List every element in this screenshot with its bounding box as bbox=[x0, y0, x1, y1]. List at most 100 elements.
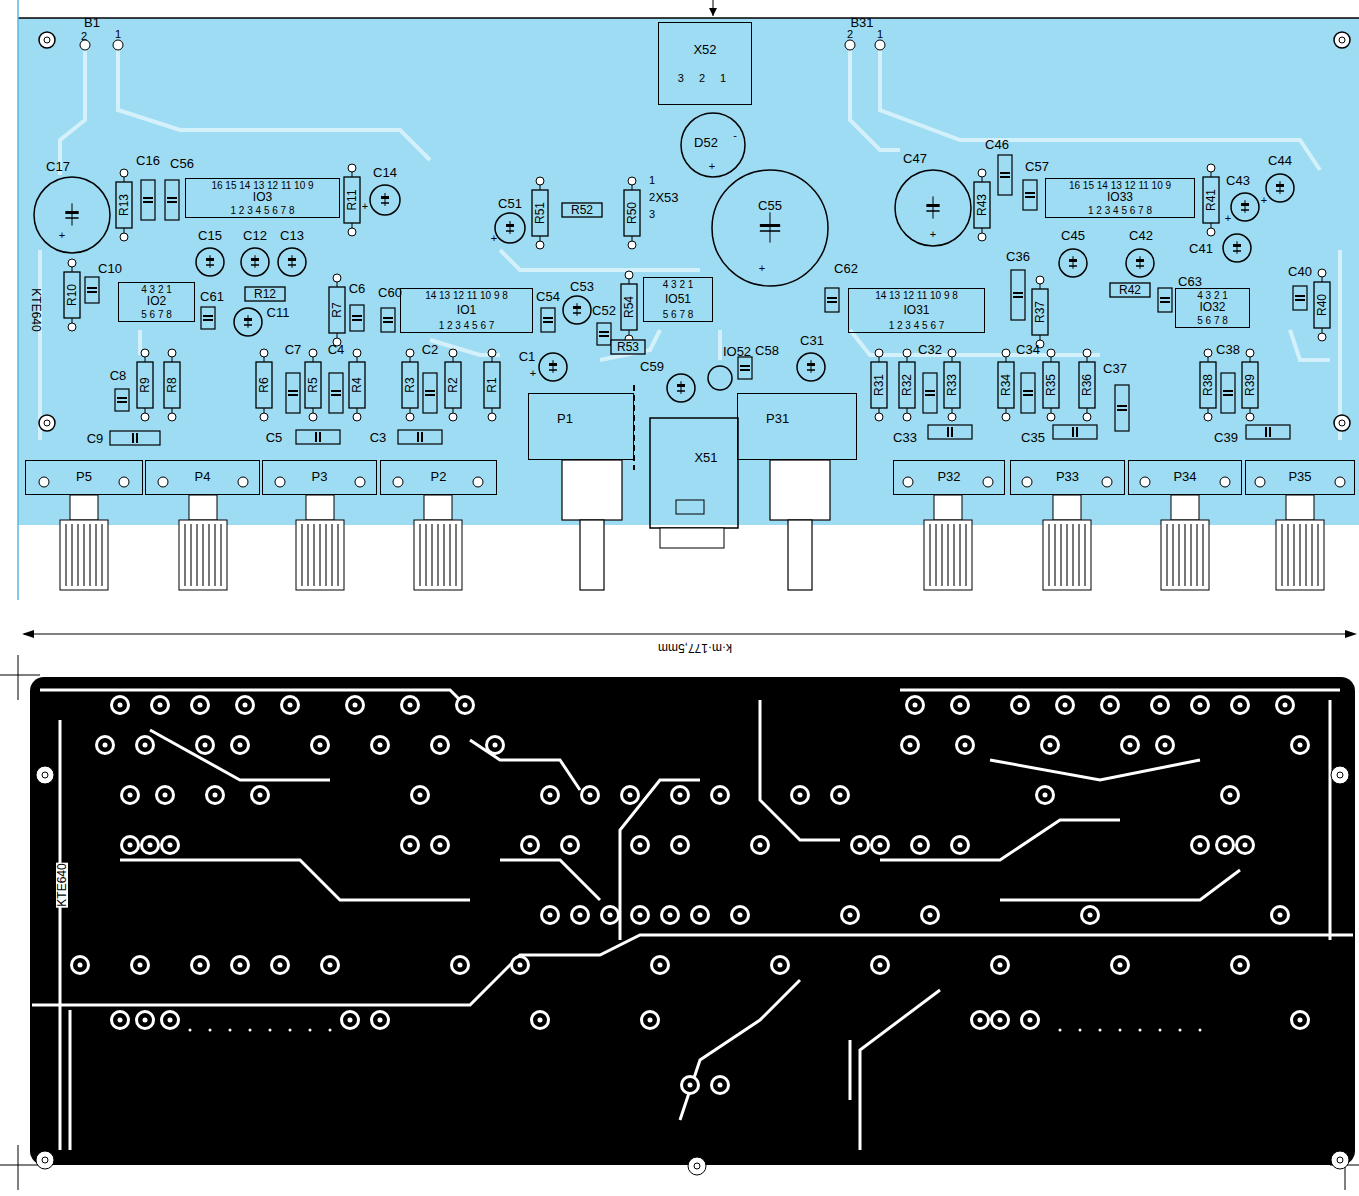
polarity-mark: + bbox=[58, 230, 66, 241]
solder-pad bbox=[670, 835, 690, 855]
solder-pad bbox=[1158, 738, 1172, 752]
resistor-label: R13 bbox=[118, 193, 130, 217]
part-label: C33 bbox=[892, 431, 918, 444]
pot-bushing bbox=[562, 460, 622, 520]
resistor-label: R50 bbox=[626, 201, 638, 225]
solder-pad bbox=[1255, 477, 1265, 487]
solder-pad bbox=[1040, 735, 1060, 755]
drill-hole bbox=[1278, 913, 1283, 918]
resistor-symbol bbox=[1314, 282, 1330, 328]
solder-pad bbox=[1150, 695, 1170, 715]
isolation-gap bbox=[1329, 700, 1332, 940]
mounting-hole bbox=[42, 1157, 48, 1163]
pot-shaft bbox=[580, 520, 604, 590]
solder-pad bbox=[190, 955, 210, 975]
pin-number: 1 bbox=[114, 29, 122, 40]
via-dot bbox=[1159, 1029, 1162, 1032]
solder-pad bbox=[628, 241, 636, 249]
ceramic-capacitor bbox=[1023, 180, 1037, 210]
electrolytic-capacitor bbox=[1126, 249, 1154, 277]
resistor-label: R3 bbox=[404, 376, 416, 393]
solder-pad bbox=[630, 835, 650, 855]
pot-neck bbox=[1171, 495, 1199, 520]
via-dot bbox=[269, 1029, 272, 1032]
pin-numbers: 4 3 2 1 bbox=[663, 279, 694, 290]
drill-hole bbox=[493, 743, 498, 748]
solder-pad bbox=[973, 1013, 987, 1027]
drill-hole bbox=[548, 913, 553, 918]
knob-rib bbox=[443, 524, 445, 586]
resistor-symbol bbox=[899, 362, 915, 408]
drill-hole bbox=[1243, 843, 1248, 848]
part-label: C4 bbox=[327, 343, 346, 356]
polarity-mark: + bbox=[758, 263, 766, 274]
drill-hole bbox=[978, 1018, 983, 1023]
solder-pad bbox=[510, 955, 530, 975]
capacitor-lead bbox=[255, 255, 256, 268]
ceramic-capacitor bbox=[165, 180, 179, 220]
pot-knob bbox=[179, 520, 227, 590]
ceramic-capacitor bbox=[597, 323, 611, 345]
resistor-label: R10 bbox=[66, 283, 78, 307]
drill-hole bbox=[648, 1018, 653, 1023]
pin-numbers: 5 6 7 8 bbox=[141, 309, 172, 320]
pot-neck bbox=[306, 495, 334, 520]
resistor-label: R52 bbox=[570, 204, 594, 216]
solder-pad bbox=[710, 1075, 730, 1095]
regulator-outline bbox=[681, 113, 745, 177]
drill-hole bbox=[243, 703, 248, 708]
solder-pad bbox=[710, 785, 730, 805]
ic-package: 4 3 2 1IO515 6 7 8 bbox=[643, 277, 713, 322]
resistor-label: R33 bbox=[946, 373, 958, 397]
part-label: C43 bbox=[1225, 174, 1251, 187]
solder-pad bbox=[958, 738, 972, 752]
ceramic-capacitor bbox=[381, 308, 395, 332]
drill-hole bbox=[378, 743, 383, 748]
knob-rib bbox=[214, 524, 216, 586]
capacitor-lead bbox=[770, 212, 771, 242]
part-label: C12 bbox=[242, 229, 268, 242]
copper-trace bbox=[850, 45, 900, 150]
drill-hole bbox=[638, 843, 643, 848]
via-dot bbox=[1059, 1029, 1062, 1032]
solder-pad bbox=[433, 838, 447, 852]
ic-designator: IO31 bbox=[903, 304, 929, 317]
solder-pad bbox=[643, 1013, 657, 1027]
ic-package: 4 3 2 1IO325 6 7 8 bbox=[1175, 288, 1250, 328]
solder-pad bbox=[250, 785, 270, 805]
solder-pad bbox=[953, 698, 967, 712]
mounting-hole bbox=[1331, 766, 1349, 784]
resistor-symbol bbox=[349, 362, 365, 408]
resistor-symbol bbox=[624, 190, 640, 236]
solder-pad bbox=[1080, 905, 1100, 925]
drill-hole bbox=[848, 913, 853, 918]
socket-plug bbox=[660, 528, 724, 548]
solder-pad bbox=[920, 905, 940, 925]
solder-pad bbox=[628, 177, 636, 185]
pot-shaft bbox=[788, 520, 812, 590]
solder-pad bbox=[110, 1010, 130, 1030]
socket-key bbox=[676, 500, 704, 514]
drill-hole bbox=[278, 963, 283, 968]
drill-hole bbox=[998, 963, 1003, 968]
knob-rib bbox=[1166, 524, 1168, 586]
solder-pad bbox=[570, 905, 590, 925]
drill-hole bbox=[698, 913, 703, 918]
part-label: C9 bbox=[86, 432, 105, 445]
drill-hole bbox=[168, 843, 173, 848]
knob-rib bbox=[1054, 524, 1056, 586]
part-label: C63 bbox=[1177, 275, 1203, 288]
solder-pad bbox=[119, 477, 129, 487]
drill-hole bbox=[1043, 793, 1048, 798]
potentiometer-box: P2 bbox=[380, 460, 497, 495]
solder-pad bbox=[983, 477, 993, 487]
knob-rib bbox=[77, 524, 79, 586]
solder-pad bbox=[1275, 695, 1295, 715]
drill-hole bbox=[1128, 743, 1133, 748]
potentiometer-box: P34 bbox=[1128, 460, 1242, 495]
drill-hole bbox=[958, 843, 963, 848]
resistor-label: R36 bbox=[1081, 373, 1093, 397]
solder-pad bbox=[923, 908, 937, 922]
resistor-label: R11 bbox=[346, 188, 358, 211]
solder-pad bbox=[155, 785, 175, 805]
